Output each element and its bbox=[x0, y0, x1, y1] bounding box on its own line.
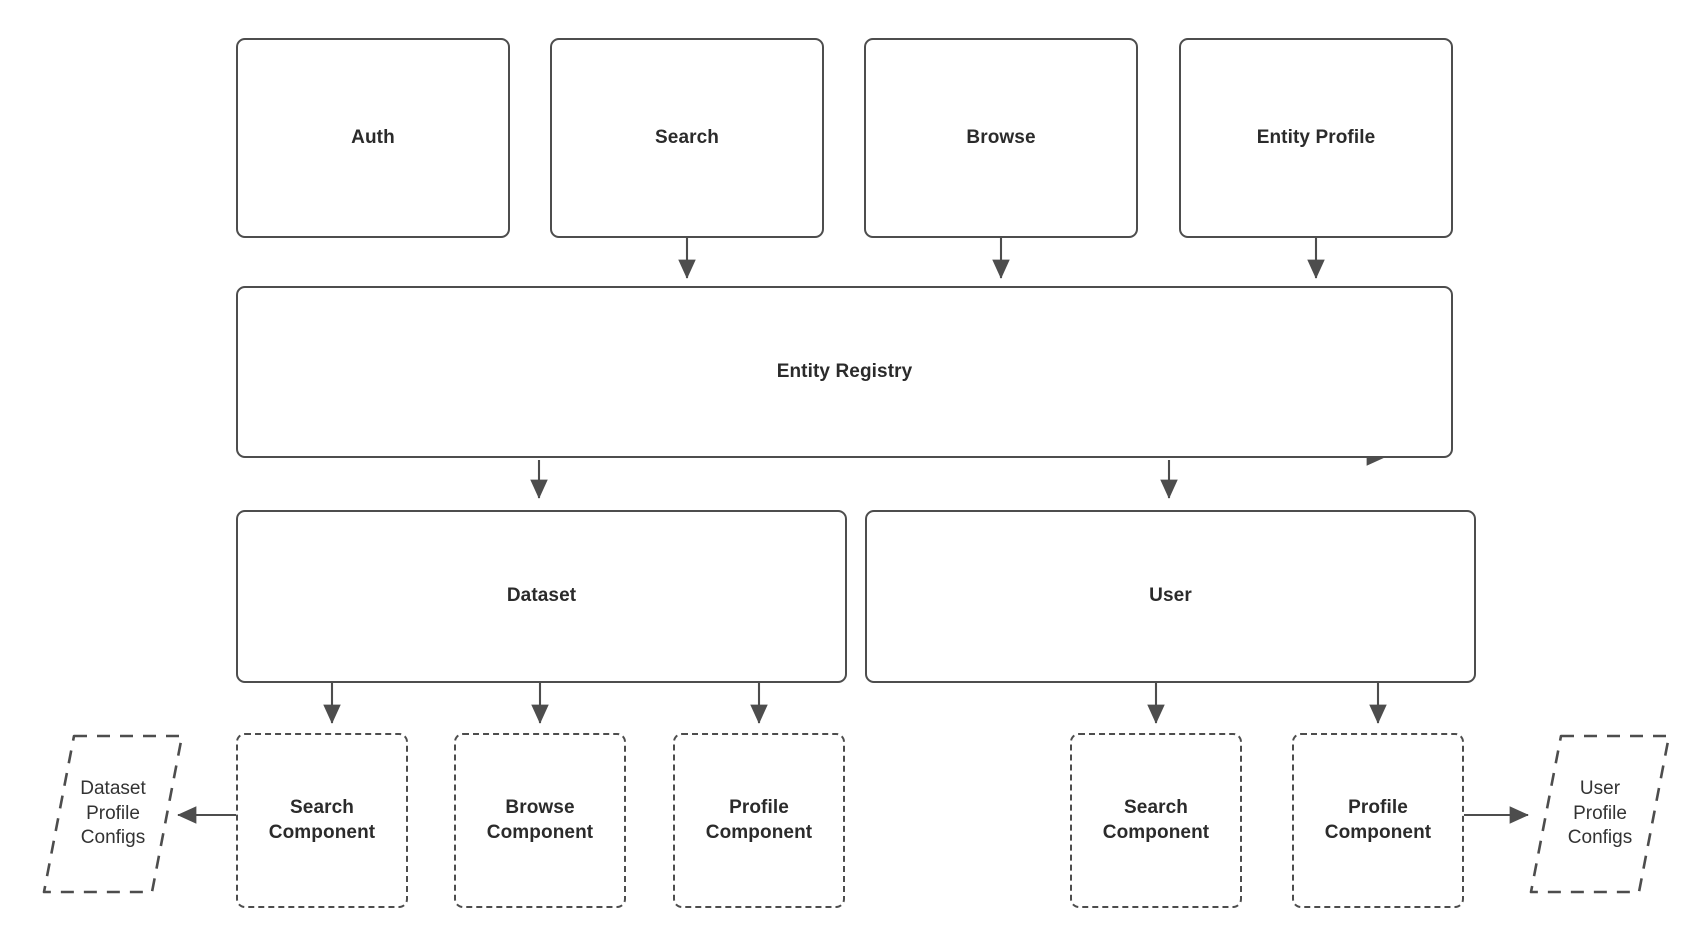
node-auth-label: Auth bbox=[351, 126, 395, 148]
node-user[interactable]: User bbox=[865, 510, 1476, 683]
node-user-label: User bbox=[1149, 585, 1192, 607]
node-dataset[interactable]: Dataset bbox=[236, 510, 847, 683]
node-dataset-profile-component-label: Profile Component bbox=[705, 797, 813, 843]
node-dataset-browse-component[interactable]: Browse Component bbox=[454, 733, 626, 908]
node-browse[interactable]: Browse bbox=[864, 38, 1138, 238]
node-dataset-search-component-label: Search Component bbox=[268, 797, 376, 843]
node-entity-registry-label: Entity Registry bbox=[776, 360, 913, 382]
node-browse-label: Browse bbox=[966, 126, 1036, 148]
node-dataset-search-component[interactable]: Search Component bbox=[236, 733, 408, 908]
node-dataset-profile-component[interactable]: Profile Component bbox=[673, 733, 845, 908]
node-dataset-browse-component-label: Browse Component bbox=[486, 797, 594, 843]
node-user-search-component-label: Search Component bbox=[1102, 797, 1210, 843]
dataset-profile-configs-shape bbox=[42, 734, 184, 894]
node-user-profile-component[interactable]: Profile Component bbox=[1292, 733, 1464, 908]
node-search[interactable]: Search bbox=[550, 38, 824, 238]
node-entity-profile-label: Entity Profile bbox=[1256, 126, 1376, 148]
user-profile-configs-shape bbox=[1529, 734, 1671, 894]
node-search-label: Search bbox=[655, 126, 719, 148]
node-auth[interactable]: Auth bbox=[236, 38, 510, 238]
node-user-search-component[interactable]: Search Component bbox=[1070, 733, 1242, 908]
node-dataset-profile-configs-label: Dataset Profile Configs bbox=[80, 777, 146, 849]
node-entity-profile[interactable]: Entity Profile bbox=[1179, 38, 1453, 238]
node-dataset-label: Dataset bbox=[506, 585, 577, 607]
node-user-profile-configs[interactable]: User Profile Configs bbox=[1527, 730, 1673, 898]
node-entity-registry[interactable]: Entity Registry bbox=[236, 286, 1453, 458]
node-user-profile-component-label: Profile Component bbox=[1324, 797, 1432, 843]
node-dataset-profile-configs[interactable]: Dataset Profile Configs bbox=[40, 730, 186, 898]
node-user-profile-configs-label: User Profile Configs bbox=[1567, 777, 1633, 849]
